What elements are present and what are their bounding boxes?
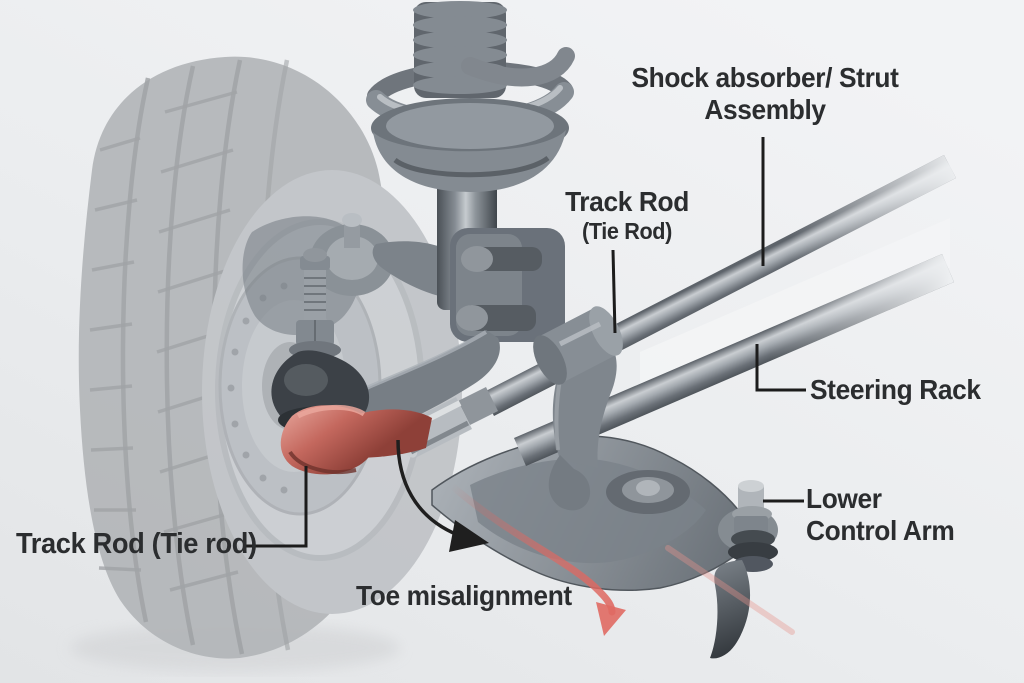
leader-lines bbox=[243, 137, 806, 548]
toe-arrowhead bbox=[596, 602, 626, 636]
upper-stud-cap bbox=[342, 213, 362, 227]
strut-assembly bbox=[366, 1, 575, 342]
lower-control-arm bbox=[431, 435, 747, 591]
label-shock-absorber-line2: Assembly bbox=[704, 94, 826, 126]
strut-clamp bbox=[450, 228, 565, 342]
toe-arrow-red bbox=[448, 482, 795, 636]
label-steering-rack: Steering Rack bbox=[810, 374, 981, 405]
label-toe-misalignment: Toe misalignment bbox=[356, 580, 572, 611]
toe-arrow-echo bbox=[665, 545, 795, 635]
strut-bellows bbox=[413, 1, 507, 98]
ball-joint-spike bbox=[710, 560, 751, 659]
steering-rack bbox=[514, 254, 954, 466]
label-shock-absorber-line1: Shock absorber/ Strut bbox=[631, 62, 899, 93]
label-track-rod-upper: Track Rod (Tie Rod) bbox=[533, 186, 721, 245]
disc-bolt-holes bbox=[227, 282, 288, 494]
label-track-rod-lower: Track Rod (Tie rod) bbox=[16, 528, 257, 560]
label-lower-control-arm-line1: Lower bbox=[806, 483, 882, 514]
tie-rod-end-red bbox=[280, 404, 432, 475]
label-shock-absorber: Shock absorber/ Strut Assembly bbox=[582, 62, 949, 127]
steering-arm-highlight bbox=[361, 330, 488, 392]
spring-seat bbox=[371, 98, 569, 192]
tire-tread-sipes bbox=[89, 90, 239, 592]
label-track-rod-upper-line2: (Tie Rod) bbox=[582, 218, 672, 245]
upper-stud bbox=[344, 222, 360, 248]
leader-steering-rack bbox=[755, 344, 806, 392]
label-track-rod-upper-line1: Track Rod bbox=[565, 186, 689, 217]
upper-ball-joint-face bbox=[326, 236, 378, 280]
leader-track-rod-lower bbox=[243, 466, 308, 548]
label-lower-control-arm-line2: Control Arm bbox=[806, 515, 955, 547]
pointer-arrow-black bbox=[396, 439, 489, 552]
label-lower-control-arm: Lower Control Arm bbox=[806, 483, 955, 548]
leader-track-rod-upper bbox=[611, 249, 617, 334]
pointer-arrowhead bbox=[449, 520, 489, 552]
upright-hook bbox=[548, 455, 591, 511]
lower-ball-joint bbox=[718, 480, 778, 572]
track-rod-boss bbox=[533, 306, 623, 385]
